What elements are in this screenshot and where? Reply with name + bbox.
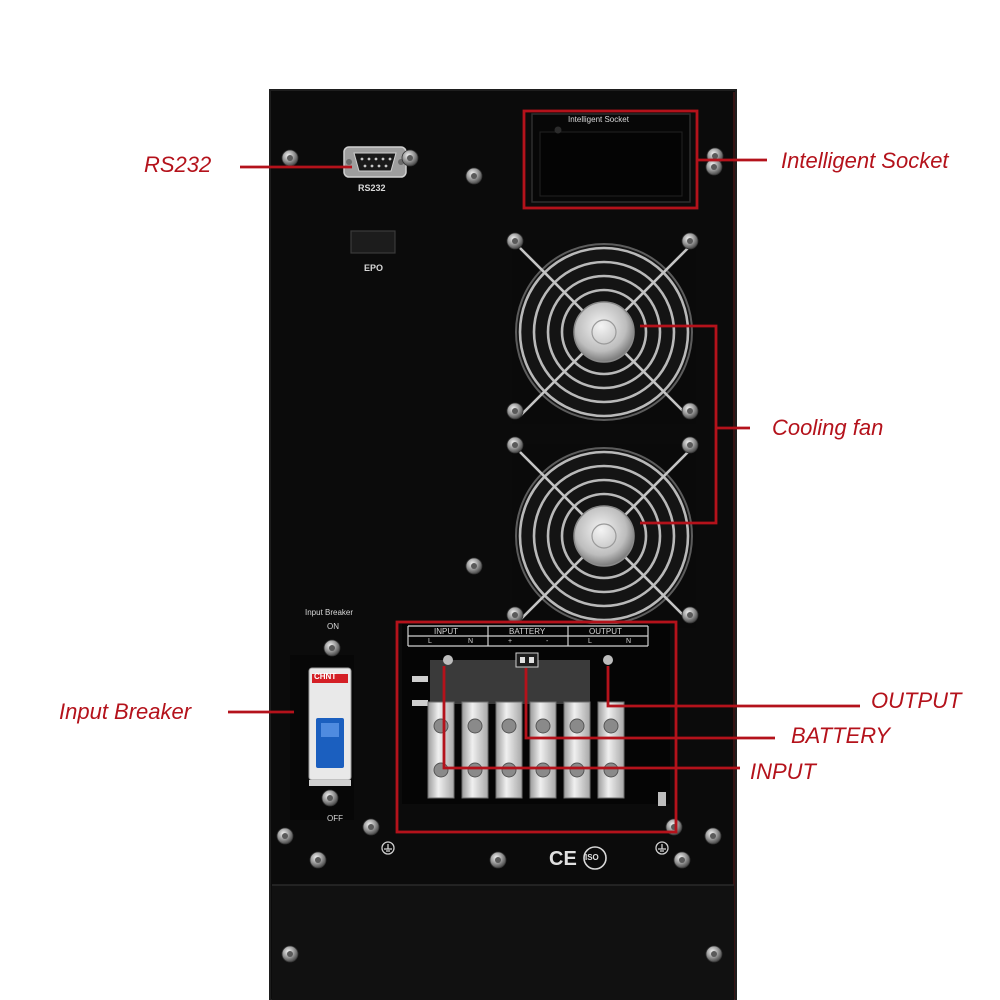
ce-mark: CE [549,848,577,870]
terminal-battery-silkscreen: BATTERY [509,627,546,636]
intelligent-socket-silkscreen: Intelligent Socket [568,115,629,124]
terminal-input-silkscreen: INPUT [434,627,458,636]
terminal-output-n: N [626,638,632,645]
ground-icon-right [655,841,669,855]
breaker-on-label: ON [327,622,339,631]
terminal-battery-minus: - [546,638,549,645]
ground-icon [381,841,395,855]
callout-output: OUTPUT [871,688,962,713]
callout-intelligent-socket: Intelligent Socket [781,148,949,173]
callout-input: INPUT [750,759,816,784]
terminal-output-l: L [588,638,592,645]
rs232-port[interactable] [343,146,407,178]
callout-cooling-fan: Cooling fan [772,415,884,440]
cooling-fan-top-icon [510,238,698,426]
callout-battery: BATTERY [791,723,891,748]
epo-silkscreen: EPO [364,263,384,273]
input-breaker-silkscreen: Input Breaker [305,608,354,617]
callout-lines [228,109,860,834]
rs232-silkscreen: RS232 [358,183,386,193]
terminal-battery-plus: + [508,638,513,645]
intelligent-socket-slot[interactable] [531,113,691,203]
terminal-input-l: L [428,638,432,645]
callout-rs232: RS232 [144,152,212,177]
terminal-input-n: N [468,638,474,645]
callout-input-breaker: Input Breaker [59,699,192,724]
input-breaker[interactable] [308,667,352,786]
iso-mark-icon [583,846,607,870]
iso-mark-label: ISO [585,853,599,862]
terminal-block [402,624,670,806]
breaker-off-label: OFF [327,814,343,823]
terminal-output-silkscreen: OUTPUT [589,627,622,636]
epo-port[interactable] [350,230,396,254]
breaker-brand-label: CHNT [314,672,337,681]
cooling-fan-bottom-icon [510,442,698,630]
